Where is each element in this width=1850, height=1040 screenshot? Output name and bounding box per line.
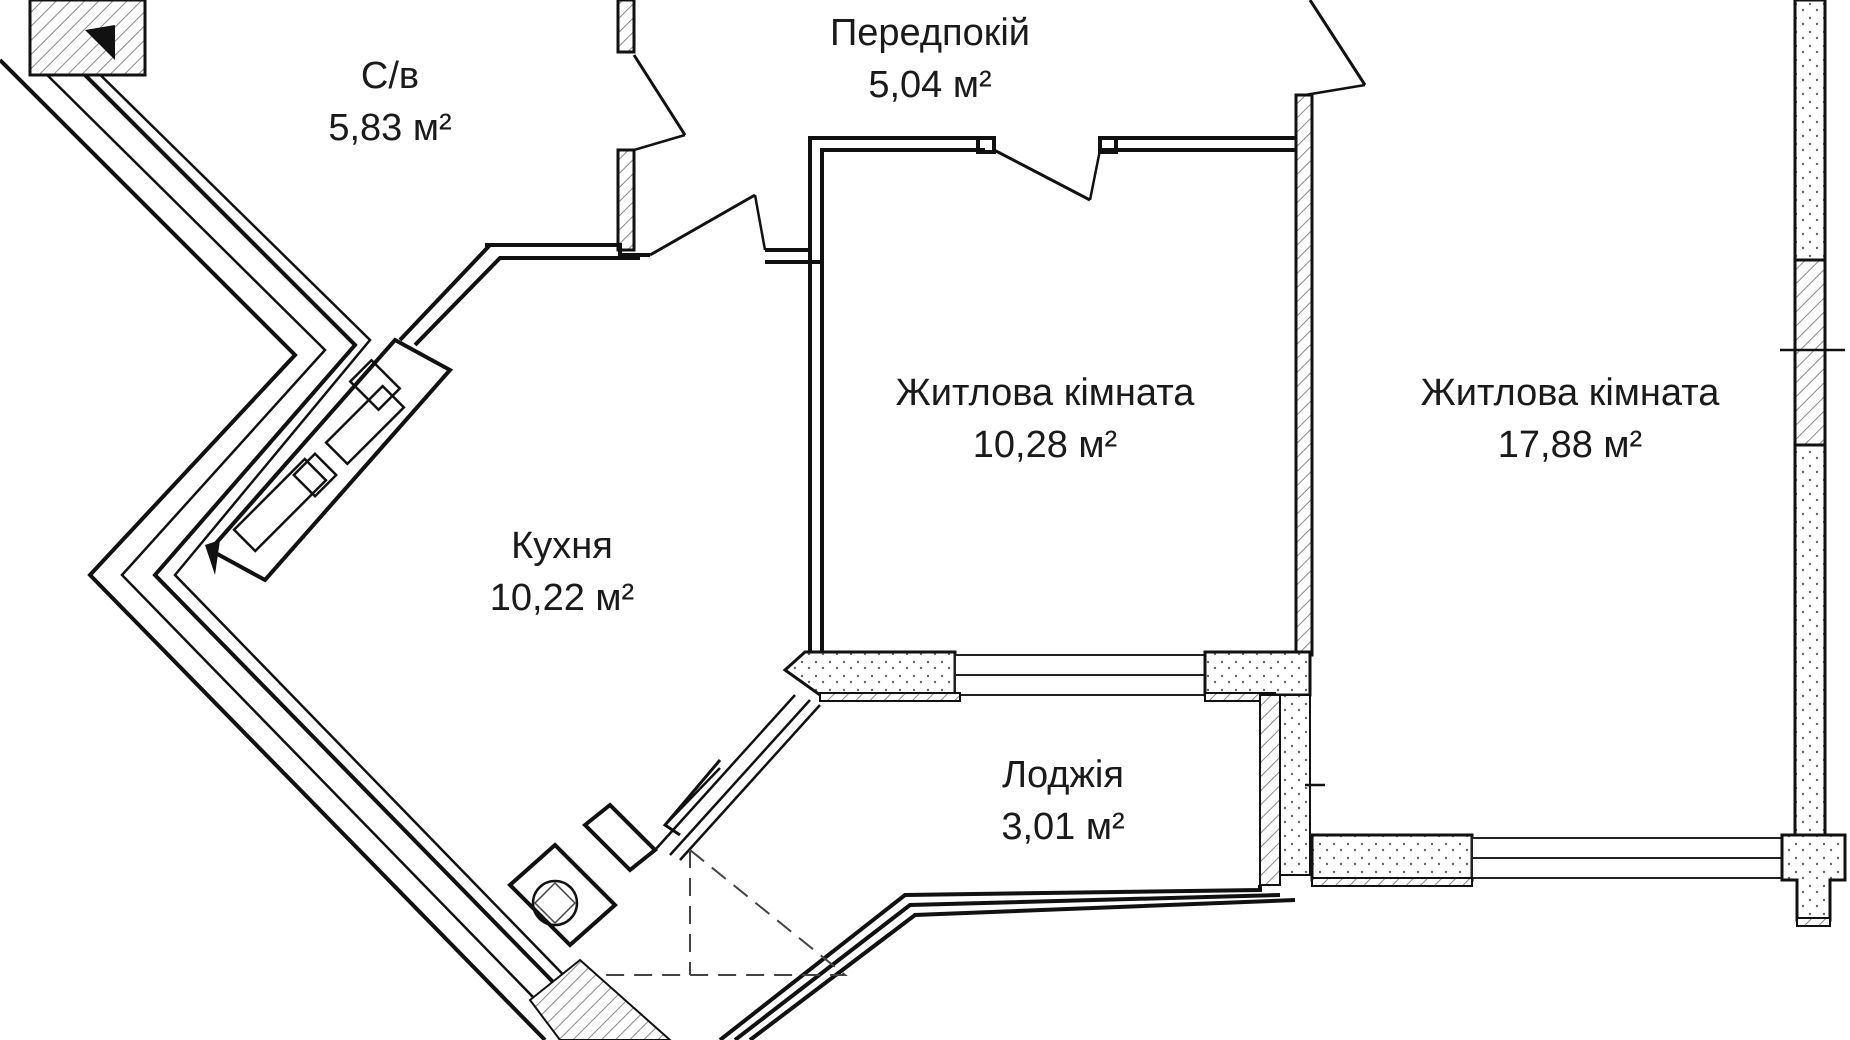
room-area-living-room-1: 10,28 м² [973, 424, 1117, 466]
boiler-shaft [507, 802, 672, 1040]
loggia-top-walls [782, 650, 1312, 702]
room-area-hallway: 5,04 м² [868, 64, 991, 106]
room-labels: С/в 5,83 м² Передпокій 5,04 м² Житлова к… [328, 12, 1720, 848]
living-room-1-walls [765, 93, 1314, 657]
loggia-folding-door [585, 849, 848, 976]
boiler-icon [531, 879, 579, 927]
room-name-hallway: Передпокій [830, 12, 1030, 54]
living-room-2-walls [1305, 0, 1847, 927]
room-area-kitchen: 10,22 м² [490, 577, 634, 619]
loggia-walls [654, 694, 1311, 1040]
room-area-loggia: 3,01 м² [1001, 806, 1124, 848]
bathroom-corner-block [28, 0, 147, 77]
bathroom-door [632, 54, 687, 152]
entry-door [1304, 0, 1367, 97]
loggia-door [662, 759, 722, 837]
room-area-living-room-2: 17,88 м² [1498, 424, 1642, 466]
room-name-bathroom: С/в [361, 55, 419, 97]
room-area-bathroom: 5,83 м² [328, 107, 451, 149]
kitchen-door [649, 193, 767, 257]
vent-shafts [205, 337, 454, 583]
room-name-loggia: Лоджія [1002, 754, 1124, 796]
room-name-living-room-2: Житлова кімната [1421, 372, 1721, 414]
room-name-kitchen: Кухня [511, 525, 613, 567]
room-name-living-room-1: Житлова кімната [896, 372, 1196, 414]
bathroom-partition [398, 0, 650, 347]
outer-wall-left [0, 53, 616, 1040]
